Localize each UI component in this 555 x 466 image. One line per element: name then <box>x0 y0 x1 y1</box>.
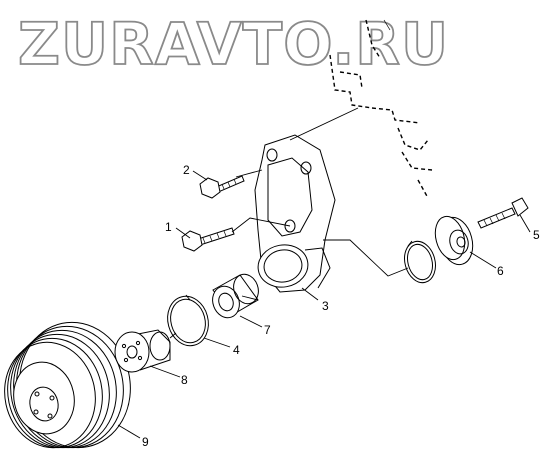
callout-1: 1 <box>165 220 172 234</box>
part-2-bolt <box>199 175 245 199</box>
callout-5: 5 <box>533 228 540 242</box>
callout-2: 2 <box>183 163 190 177</box>
callout-8: 8 <box>181 373 188 387</box>
part-7-bearing <box>212 273 259 319</box>
part-9-crankshaft-pulley <box>4 321 131 449</box>
assembly-leaders <box>169 107 409 339</box>
watermark: ZURAVTO.RU <box>18 10 449 78</box>
part-6-snap-ring-right <box>404 240 436 284</box>
callout-leaders <box>117 170 531 439</box>
callout-4: 4 <box>233 343 240 357</box>
callout-7: 7 <box>264 323 271 337</box>
callout-3: 3 <box>322 299 329 313</box>
part-8-pulley-hub <box>114 329 171 373</box>
callout-9: 9 <box>142 435 149 449</box>
part-4-snap-ring <box>167 294 209 347</box>
engine-block-outline <box>329 19 433 199</box>
callout-6: 6 <box>497 264 504 278</box>
part-3-tensioner-bracket <box>254 134 336 293</box>
part-5-bolt <box>477 197 529 229</box>
part-1-bolt <box>181 227 235 252</box>
part-6-idler-pulley <box>434 215 474 266</box>
